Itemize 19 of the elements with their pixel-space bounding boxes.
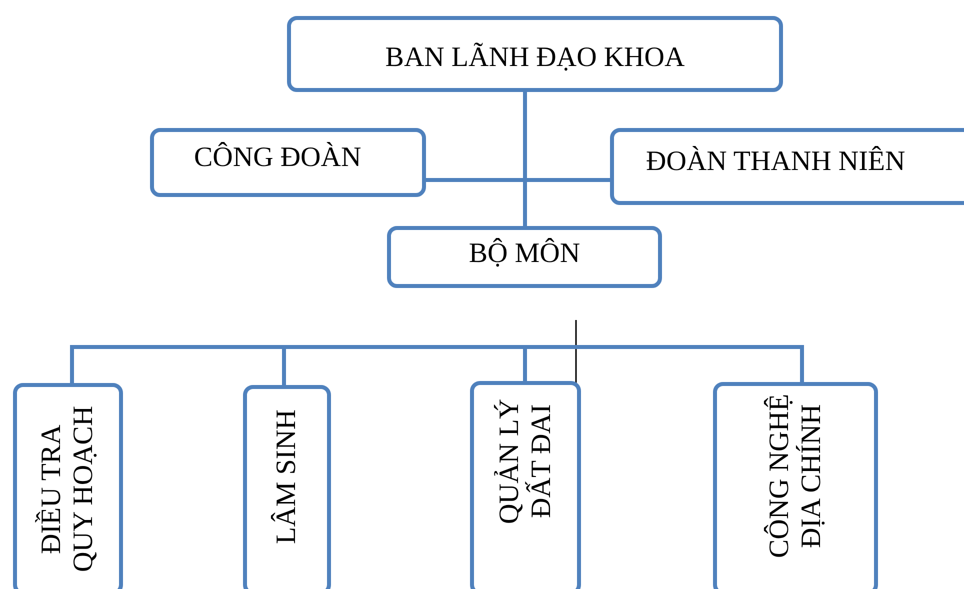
box-label: CÔNG NGHỆ ĐỊA CHÍNH [763,392,828,560]
org-box [470,381,581,589]
org-box [610,128,964,205]
org-box [150,128,426,197]
org-box [713,382,878,589]
org-box [287,16,783,92]
connector-line [424,178,612,182]
connector-line [523,90,527,228]
box-label: BỘ MÔN [468,238,582,270]
org-box [243,385,331,589]
box-label: QUẢN LÝ ĐẤT ĐAI [493,397,558,526]
org-box [13,383,123,589]
box-label: BAN LÃNH ĐẠO KHOA [384,42,686,74]
box-label: ĐOÀN THANH NIÊN [646,146,906,178]
box-label: ĐIỀU TRA QUY HOẠCH [36,404,100,574]
org-box [387,226,662,288]
connector-line [437,345,804,384]
box-label: CÔNG ĐOÀN [194,142,362,174]
box-label: LÂM SINH [270,408,303,546]
